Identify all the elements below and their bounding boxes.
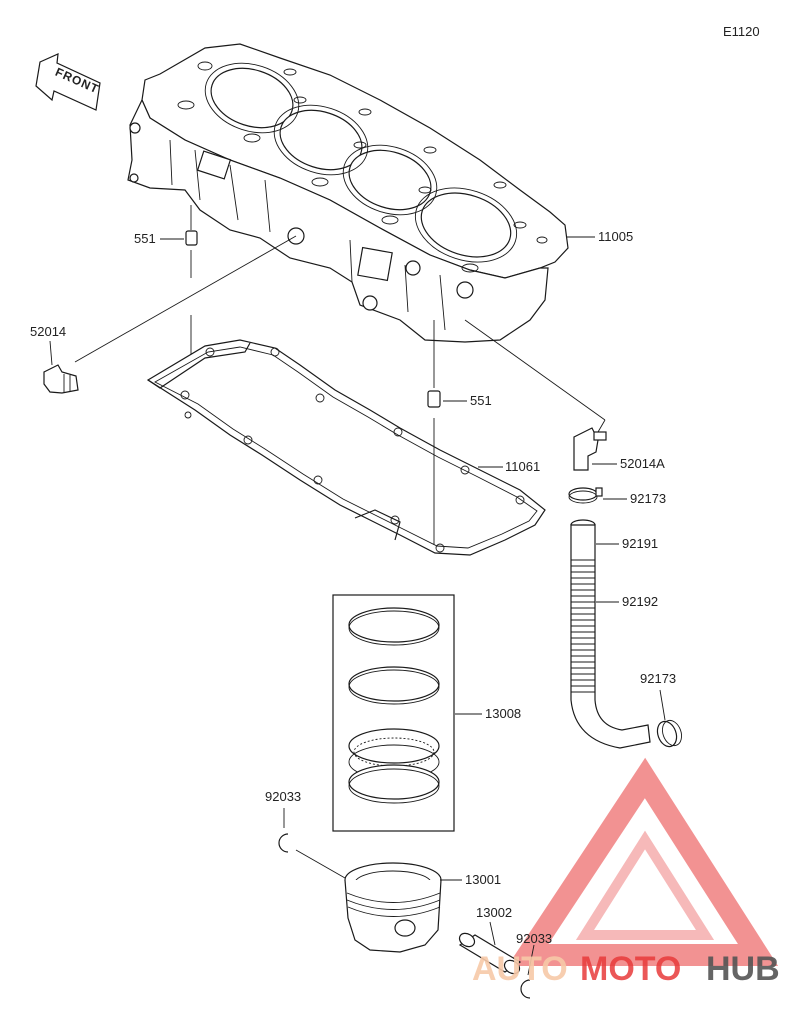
cylinder-block [127, 43, 569, 343]
cylinder-head-gasket [146, 339, 546, 556]
piston-pin [458, 921, 522, 975]
label-circlip-right: 92033 [516, 931, 552, 946]
piston-ring-set [332, 594, 455, 832]
watermark-inner-triangle [575, 830, 715, 940]
hose-clamp-upper [568, 487, 603, 504]
watermark-auto: AUTO [472, 950, 568, 988]
label-gasket: 11061 [505, 459, 540, 474]
hose-ribbing [571, 559, 595, 693]
piston [344, 862, 442, 953]
label-cylinder: 11005 [598, 229, 633, 244]
watermark-moto: MOTO [580, 950, 681, 988]
label-dowel-lower: 551 [470, 393, 492, 408]
label-piston: 13001 [465, 872, 501, 887]
fitting-52014a [464, 319, 607, 471]
fitting-52014 [43, 235, 297, 394]
label-ring-set: 13008 [485, 706, 521, 721]
water-hose [570, 519, 651, 749]
front-arrow: FRONT [35, 53, 101, 111]
label-fitting-a: 52014A [620, 456, 665, 471]
piston-pin-circlip-left [278, 808, 346, 879]
dowel-pin-upper [185, 205, 198, 278]
dowel-pin-lower [427, 320, 441, 545]
watermark-triangle [507, 757, 779, 966]
watermark-hub: HUB [706, 950, 780, 988]
piston-pin-circlip-right [520, 944, 535, 999]
label-hose-short: 92191 [622, 536, 658, 551]
label-dowel-upper: 551 [134, 231, 156, 246]
hose-clamp-lower [656, 689, 683, 748]
watermark-logo [507, 757, 779, 966]
watermark-text: AUTO MOTO HUB [472, 950, 780, 988]
diagram-code: E1120 [723, 24, 760, 39]
label-pin: 13002 [476, 905, 512, 920]
label-circlip-left: 92033 [265, 789, 301, 804]
label-clamp-upper: 92173 [630, 491, 666, 506]
label-hose-long: 92192 [622, 594, 658, 609]
label-fitting: 52014 [30, 324, 66, 339]
label-clamp-lower: 92173 [640, 671, 676, 686]
